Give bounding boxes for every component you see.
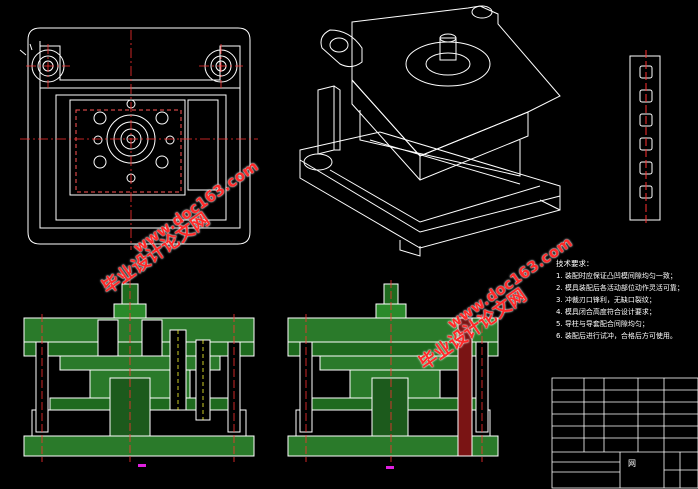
section-view-left	[23, 283, 255, 457]
title-block-label: 网	[628, 459, 636, 468]
isometric-view	[299, 5, 561, 257]
section-right-centerlines	[305, 280, 483, 462]
note-line: 2. 模具装配后各活动部位动作灵活可靠；	[556, 284, 684, 292]
sparkle-marks	[19, 41, 41, 56]
section-view-right	[287, 283, 499, 457]
note-line: 6. 装配后进行试冲，合格后方可使用。	[556, 332, 677, 340]
note-line: 1. 装配时应保证凸凹模间隙均匀一致；	[556, 272, 677, 280]
note-line: 3. 冲裁刃口锋利，无缺口裂纹；	[556, 296, 656, 304]
section-left-centerlines	[41, 280, 235, 462]
section-left-hidden	[177, 330, 204, 420]
title-block	[551, 377, 698, 489]
top-view	[27, 27, 251, 245]
top-view-centerlines	[20, 30, 258, 250]
technical-requirements: 技术要求： 1. 装配时应保证凸凹模间隙均匀一致； 2. 模具装配后各活动部位动…	[556, 258, 696, 342]
note-line: 4. 模具闭合高度符合设计要求；	[556, 308, 656, 316]
left-section-marker	[138, 464, 146, 467]
note-line: 5. 导柱与导套配合间隙均匀；	[556, 320, 649, 328]
right-section-marker	[386, 466, 394, 469]
notes-title: 技术要求：	[556, 259, 594, 268]
side-strip	[629, 50, 661, 226]
